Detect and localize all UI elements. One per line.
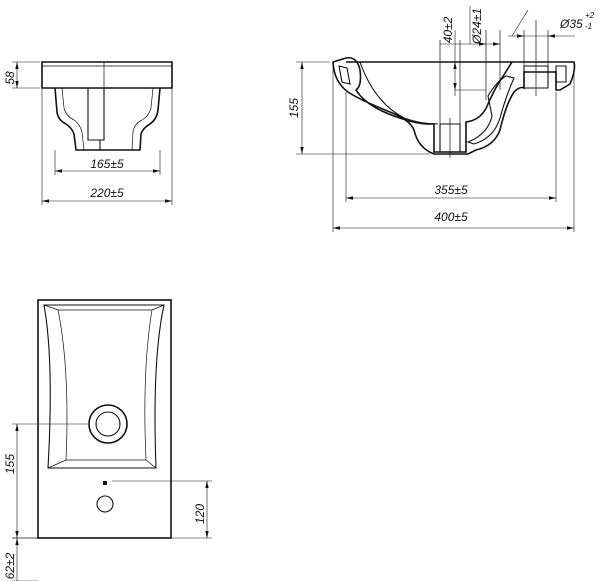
dim-edge-offset: 62±2 — [3, 537, 38, 581]
section-wall — [332, 56, 576, 155]
dim-tap-position: 120 — [112, 480, 212, 539]
front-view: 58 165±5 220±5 — [3, 61, 173, 205]
dim-inner-length: 355±5 — [345, 92, 557, 202]
drain-hole — [439, 123, 461, 153]
dim-label-155-top: 155 — [3, 454, 17, 474]
dim-label-220: 220±5 — [89, 186, 124, 200]
dim-section-height: 155 — [287, 61, 430, 155]
front-bowl-body — [54, 87, 161, 151]
tap-hole — [523, 65, 549, 89]
dim-label-40: 40±2 — [441, 16, 455, 43]
dim-tol-upper: +2 — [585, 11, 595, 20]
dim-label-165: 165±5 — [90, 157, 124, 171]
dim-drain-diameter: Ø24±1 — [440, 6, 500, 46]
dim-outer-width: 220±5 — [41, 88, 173, 205]
dim-label-58: 58 — [3, 71, 17, 85]
dim-label-400: 400±5 — [434, 210, 468, 224]
dim-label-62: 62±2 — [3, 552, 17, 579]
dim-label-35: Ø35 — [559, 17, 583, 31]
dim-overall-length: 400±5 — [332, 62, 575, 232]
dim-label-355: 355±5 — [434, 183, 468, 197]
dim-label-155-side: 155 — [287, 98, 301, 118]
side-section-view: 155 40±2 Ø24±1 Ø35 +2 -1 — [287, 6, 595, 232]
dim-label-120: 120 — [193, 504, 207, 524]
top-drain-inner — [95, 411, 121, 437]
dim-drain-position: 155 — [3, 423, 88, 539]
top-tap-hole — [96, 495, 114, 513]
dim-height-58: 58 — [3, 61, 40, 89]
dim-wall-offset: 40±2 — [441, 16, 486, 96]
top-outer-outline — [37, 299, 172, 539]
dim-inner-width: 165±5 — [54, 150, 161, 175]
top-view: 155 120 62±2 — [3, 299, 212, 581]
dim-label-24: Ø24±1 — [470, 8, 484, 45]
top-bowl-outline — [43, 304, 165, 469]
top-drain-outer — [88, 404, 128, 444]
dim-tap-hole-diameter: Ø35 +2 -1 — [508, 9, 595, 38]
dim-tol-lower: -1 — [585, 22, 592, 31]
